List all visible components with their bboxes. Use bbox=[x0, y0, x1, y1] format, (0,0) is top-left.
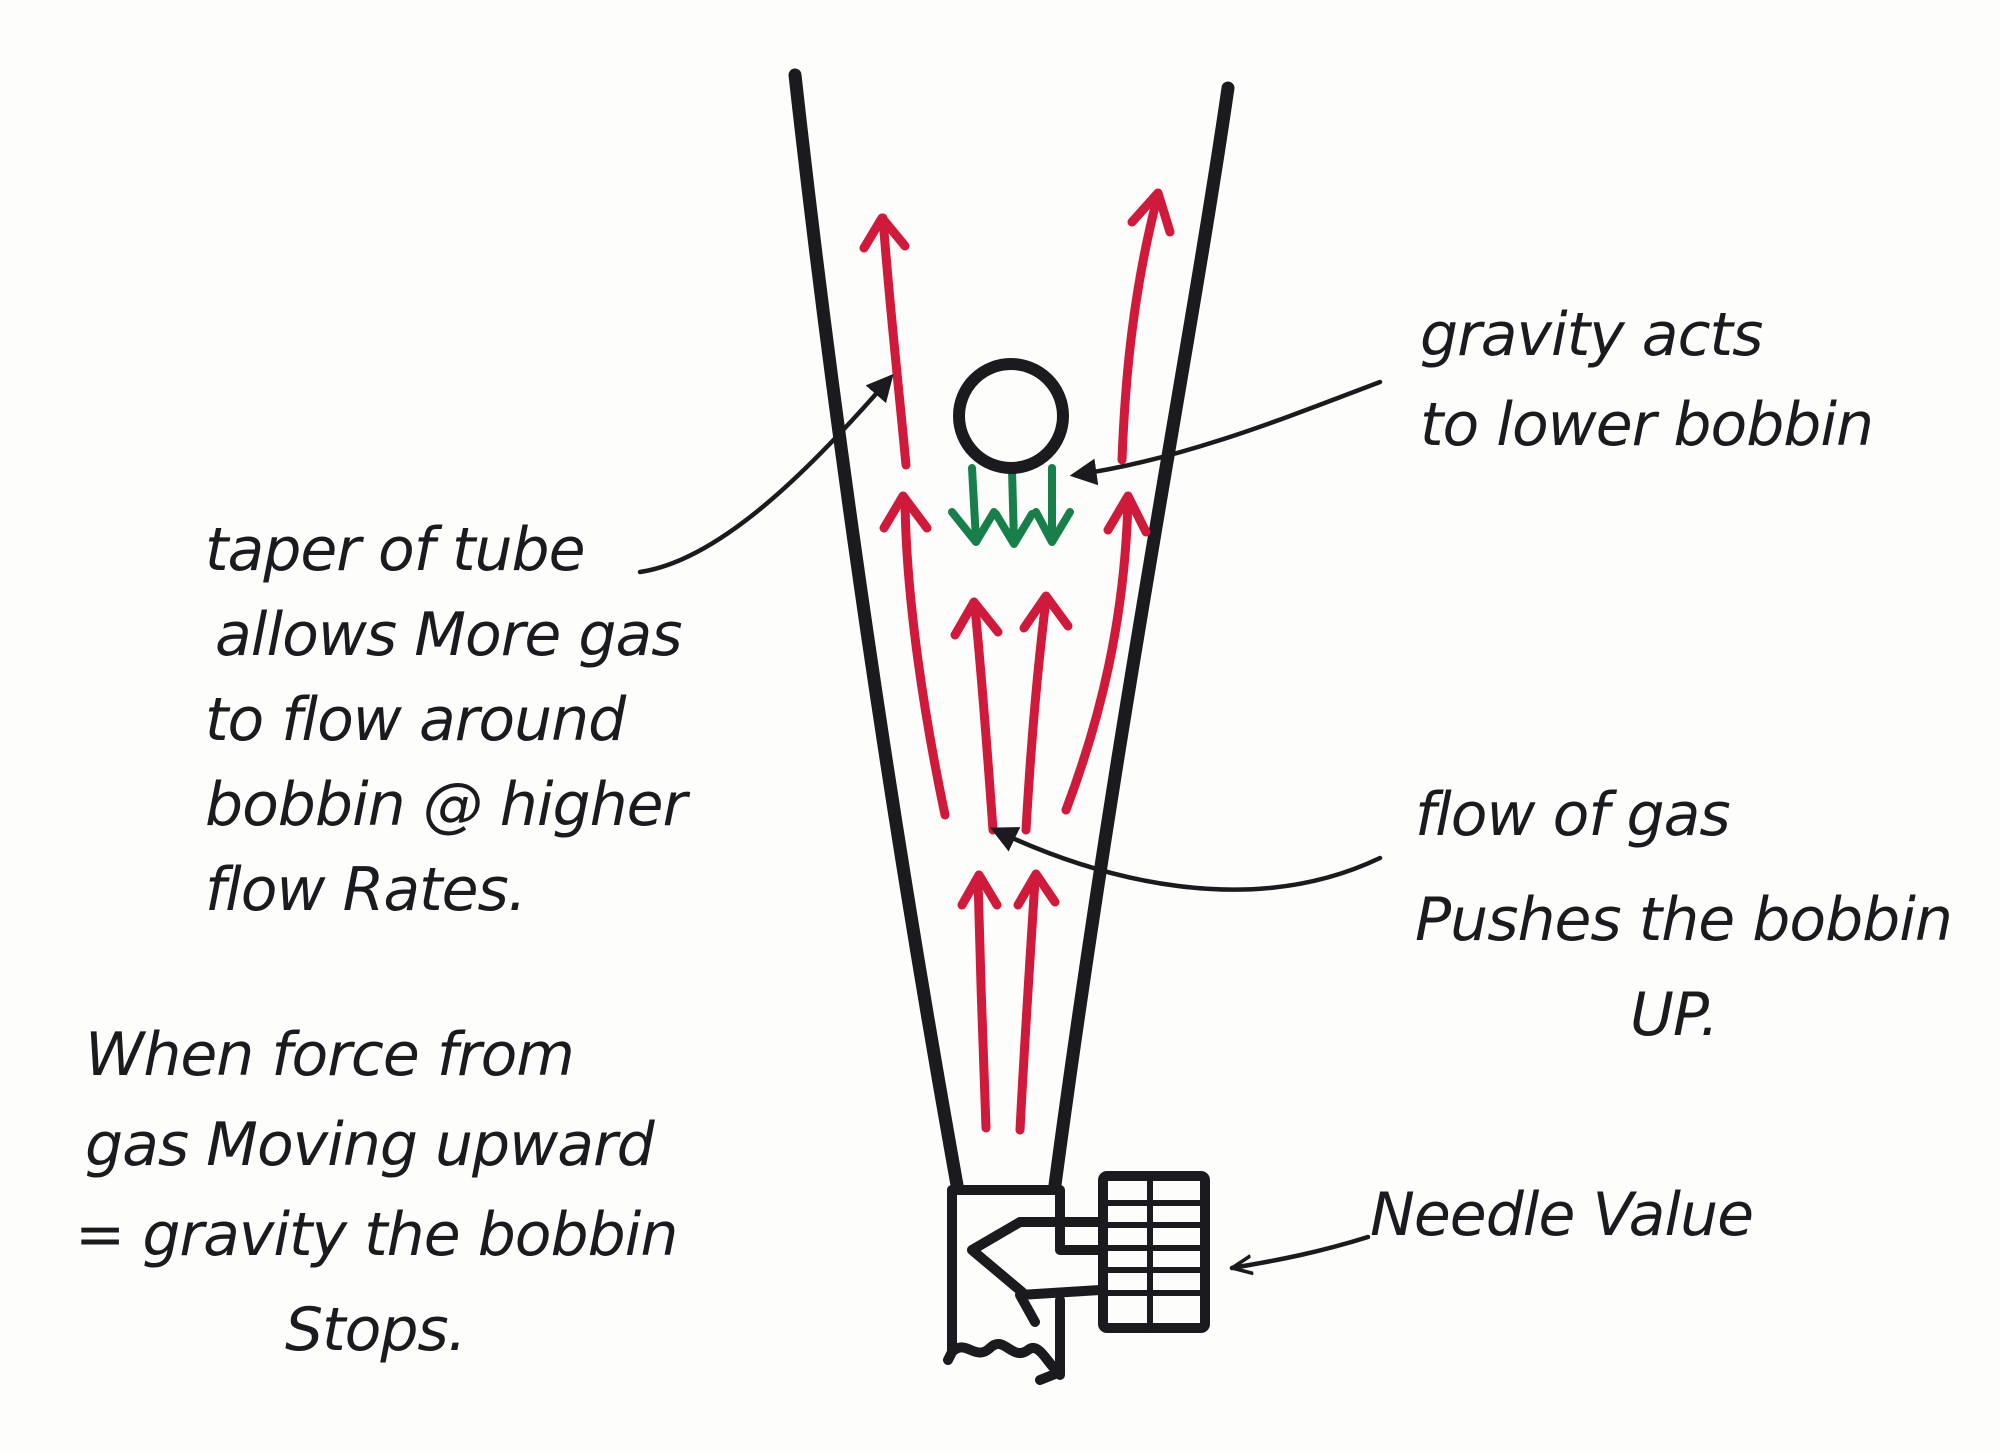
gravity-arrow-1 bbox=[968, 464, 980, 544]
bobbin bbox=[953, 358, 1069, 474]
flow-label-line-2: Pushes the bobbin bbox=[1415, 885, 1952, 955]
flow-label-line-1: flow of gas bbox=[1415, 780, 1730, 850]
gas-flow-arrows bbox=[859, 188, 1175, 1135]
gravity-arrow-2 bbox=[1008, 466, 1018, 546]
tube-right-wall bbox=[1048, 81, 1235, 1192]
gas-flow-arrow-1 bbox=[878, 213, 911, 470]
equilibrium-label-line-3: = gravity the bobbin bbox=[75, 1200, 677, 1270]
valve-needle bbox=[967, 1217, 1105, 1297]
taper-pointer bbox=[637, 373, 894, 575]
gas-flow-arrow-5 bbox=[970, 603, 998, 835]
gas-flow-arrow-4 bbox=[1061, 495, 1133, 815]
gas-flow-arrow-2 bbox=[1117, 190, 1163, 465]
flow-label: flow of gas Pushes the bobbin UP. bbox=[1415, 780, 1970, 1050]
gravity-label-line-2: to lower bobbin bbox=[1420, 390, 1873, 460]
taper-label-line-3: to flow around bbox=[205, 685, 627, 755]
valve-pipe bbox=[947, 1185, 1065, 1380]
gas-flow-arrow-8-head bbox=[1013, 869, 1060, 910]
gas-flow-arrow-2-head bbox=[1127, 188, 1175, 237]
valve-pipe-break bbox=[943, 1339, 1065, 1385]
gas-flow-arrow-3 bbox=[900, 495, 950, 820]
needle-valve-pointer bbox=[1232, 1234, 1371, 1268]
tube-left-wall bbox=[788, 68, 964, 1192]
gas-flow-arrow-7 bbox=[973, 875, 991, 1133]
taper-label-line-5: flow Rates. bbox=[205, 855, 526, 925]
gas-flow-arrow-5-head bbox=[950, 597, 1003, 640]
gas-flow-arrow-8 bbox=[1015, 875, 1040, 1135]
gravity-pointer bbox=[1069, 379, 1383, 486]
needle-valve bbox=[943, 1171, 1210, 1385]
valve-knob-ridges bbox=[1102, 1175, 1208, 1331]
taper-label-line-4: bobbin @ higher bbox=[205, 770, 691, 840]
callout-pointers bbox=[637, 373, 1383, 1268]
taper-label: taper of tube allows More gas to flow ar… bbox=[205, 515, 704, 925]
equilibrium-label-line-2: gas Moving upward bbox=[85, 1110, 656, 1180]
flow-pointer bbox=[990, 827, 1383, 892]
gas-flow-arrow-7-head bbox=[957, 870, 1002, 910]
equilibrium-label: When force from gas Moving upward = grav… bbox=[75, 1020, 695, 1365]
valve-knob bbox=[1098, 1171, 1210, 1333]
gravity-arrows bbox=[948, 464, 1074, 548]
flow-label-line-3: UP. bbox=[1630, 980, 1718, 1050]
gas-flow-arrow-6-head bbox=[1019, 591, 1073, 633]
taper-label-line-1: taper of tube bbox=[205, 515, 585, 585]
equilibrium-label-line-4: Stops. bbox=[285, 1295, 466, 1365]
gravity-arrow-3-head bbox=[1032, 508, 1074, 546]
gas-flow-arrow-4-head bbox=[1103, 491, 1151, 537]
equilibrium-label-line-1: When force from bbox=[85, 1020, 574, 1090]
gravity-label: gravity acts to lower bobbin bbox=[1420, 300, 1873, 460]
gas-flow-arrow-6 bbox=[1021, 595, 1051, 835]
gas-flow-arrow-1-head bbox=[859, 213, 910, 253]
gravity-arrow-1-head bbox=[948, 508, 998, 546]
taper-label-line-2: allows More gas bbox=[215, 600, 681, 670]
gravity-label-line-1: gravity acts bbox=[1420, 300, 1762, 370]
gas-flow-arrow-3-head bbox=[879, 491, 932, 533]
needle-valve-label: Needle Value bbox=[1370, 1180, 1753, 1250]
gravity-arrow-2-head bbox=[992, 510, 1036, 548]
